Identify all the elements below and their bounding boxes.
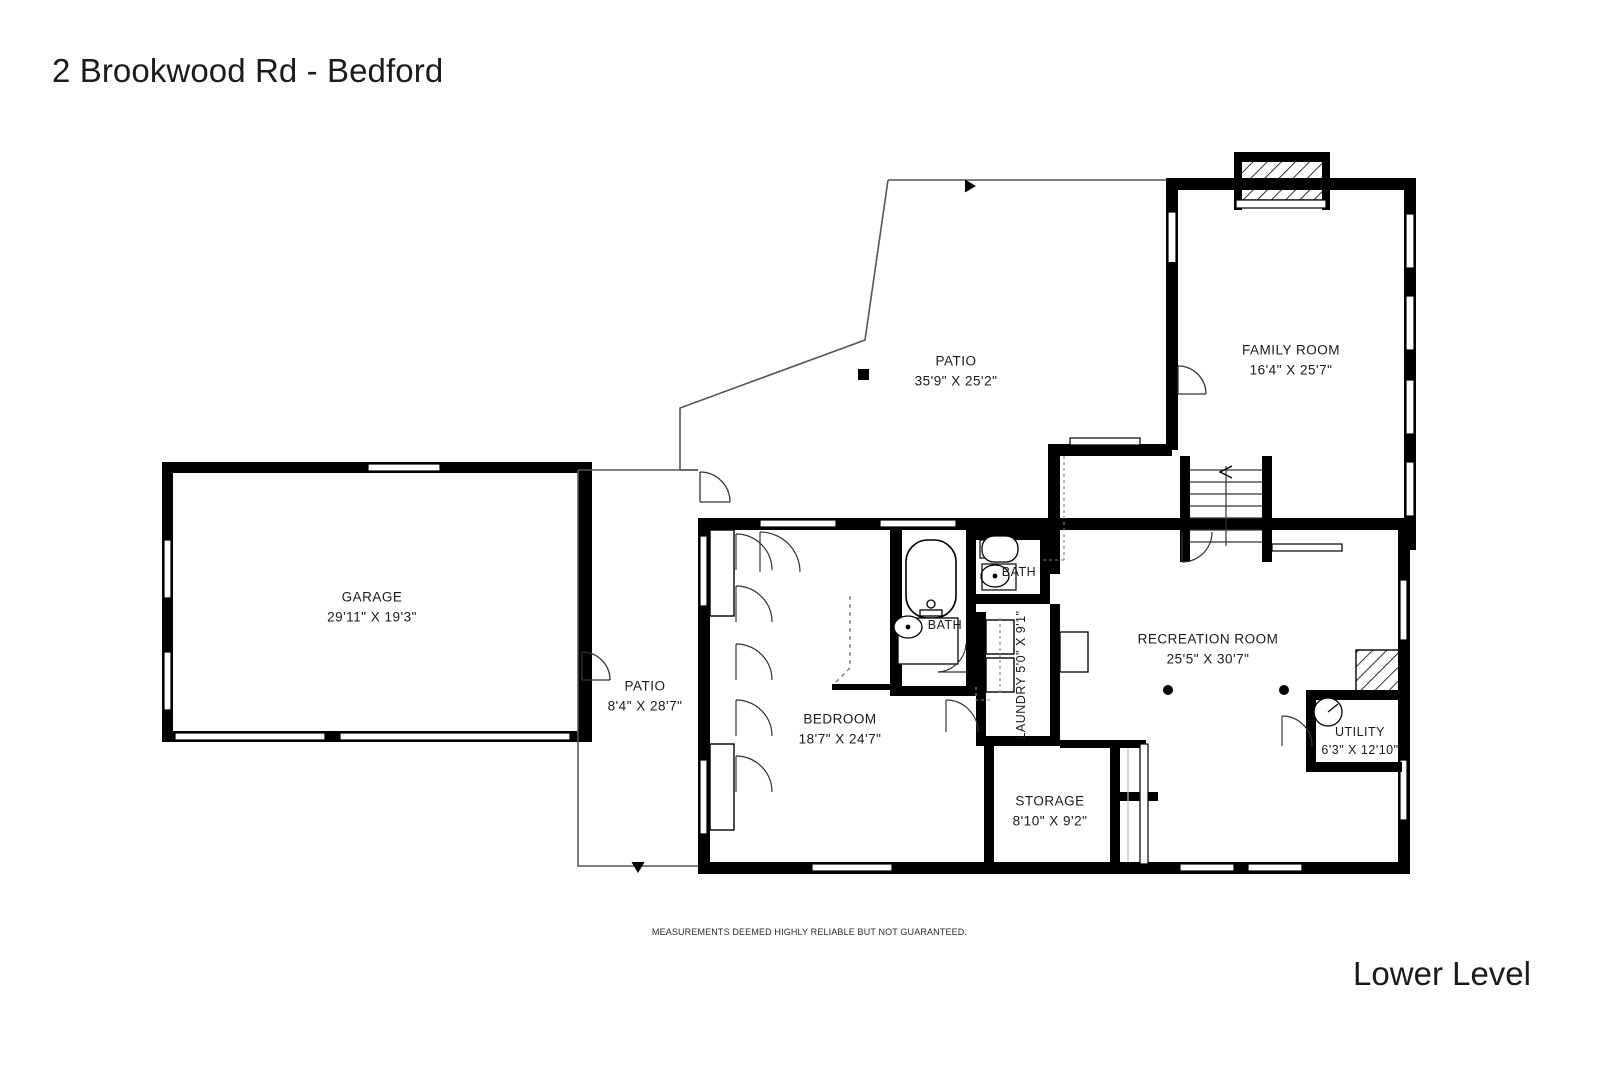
room-name: PATIO: [624, 678, 666, 694]
room-label-utility: UTILITY 6'3" X 12'10": [1321, 723, 1398, 759]
room-label-bath-lower: BATH: [928, 616, 962, 634]
room-dimensions: 29'11" X 19'3": [327, 609, 417, 624]
room-name: FAMILY ROOM: [1241, 342, 1341, 358]
room-dimensions: 5'0" X 9'1": [1013, 610, 1028, 673]
room-label-bedroom: BEDROOM 18'7" X 24'7": [799, 709, 882, 748]
garage-patio-outline: [577, 469, 731, 873]
room-dimensions: 6'3" X 12'10": [1321, 743, 1399, 757]
room-name: UTILITY: [1334, 724, 1386, 739]
page-title: 2 Brookwood Rd - Bedford: [52, 52, 444, 89]
bath-upper-fixtures: [976, 530, 1050, 604]
patio-upper-outline: [679, 179, 1170, 471]
level-label: Lower Level: [1353, 955, 1531, 992]
room-dimensions: 18'7" X 24'7": [798, 731, 882, 746]
room-name: PATIO: [935, 353, 977, 369]
room-dimensions: 8'10" X 9'2": [1012, 813, 1088, 828]
room-label-bath-upper: BATH: [1002, 563, 1036, 581]
room-name: BATH: [927, 617, 963, 632]
room-name: RECREATION ROOM: [1137, 631, 1279, 647]
recreation-room-features: [1040, 437, 1343, 695]
room-label-recreation-room: RECREATION ROOM 25'5" X 30'7": [1138, 629, 1279, 668]
bedroom-closets: [709, 529, 801, 831]
utility-room: [1281, 649, 1407, 772]
room-label-garage: GARAGE 29'11" X 19'3": [327, 587, 417, 626]
room-label-storage: STORAGE 8'10" X 9'2": [1013, 791, 1088, 830]
family-room-walls: [1166, 152, 1416, 550]
room-name: BEDROOM: [803, 711, 877, 727]
room-label-laundry: LAUNDRY 5'0" X 9'1": [1012, 610, 1030, 739]
room-dimensions: 8'4" X 28'7": [607, 698, 683, 713]
bath-lower-fixtures: [832, 530, 976, 696]
garage-walls: [162, 462, 611, 742]
room-label-patio-upper: PATIO 35'9" X 25'2": [915, 351, 998, 390]
laundry-area: [945, 604, 1089, 746]
room-name: STORAGE: [1015, 793, 1085, 809]
storage-walls: [984, 740, 1158, 866]
room-name: LAUNDRY: [1013, 676, 1028, 740]
room-label-patio-garage: PATIO 8'4" X 28'7": [608, 676, 683, 715]
room-dimensions: 16'4" X 25'7": [1249, 362, 1333, 377]
disclaimer-text: MEASUREMENTS DEEMED HIGHLY RELIABLE BUT …: [651, 927, 968, 937]
room-dimensions: 35'9" X 25'2": [914, 373, 998, 388]
room-name: BATH: [1001, 564, 1037, 579]
room-name: GARAGE: [341, 589, 403, 605]
room-dimensions: 25'5" X 30'7": [1166, 651, 1250, 666]
room-label-family-room: FAMILY ROOM 16'4" X 25'7": [1242, 340, 1340, 379]
